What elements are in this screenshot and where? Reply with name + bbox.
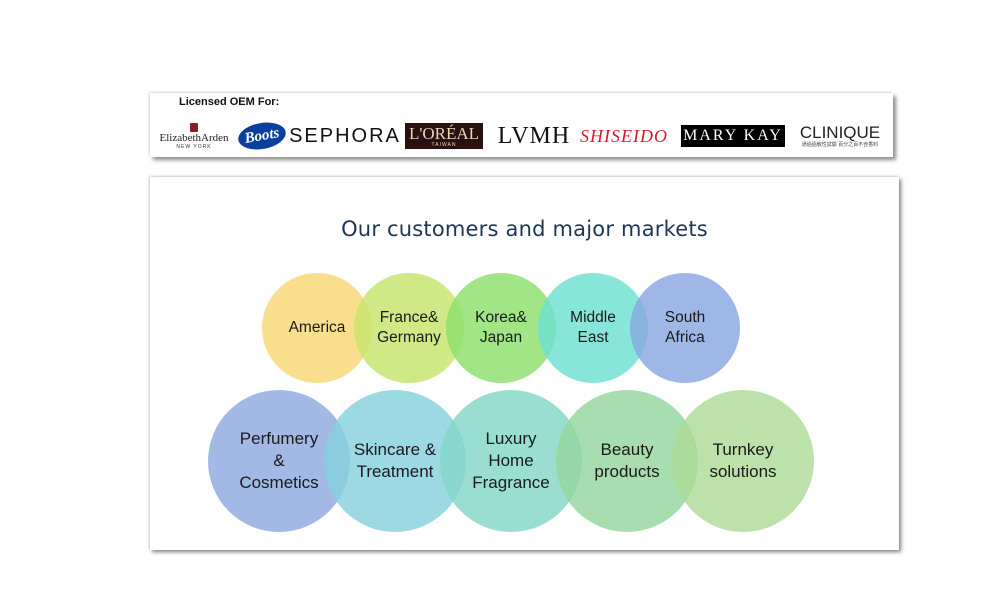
region-circle-middle-east: Middle East [538,273,648,383]
oem-logo-strip: Licensed OEM For: ElizabethArden NEW YOR… [150,93,893,157]
elizabeth-arden-logo: ElizabethArden NEW YORK [156,121,232,151]
loreal-logo: L'ORÉAL TAIWAN [405,123,483,149]
shiseido-logo: SHISEIDO [580,125,668,146]
elizabeth-arden-crest-icon [190,122,198,132]
region-circle-america: America [262,273,372,383]
region-circle-korea-japan: Korea& Japan [446,273,556,383]
markets-slide: Our customers and major markets America … [150,177,899,550]
region-circle-south-africa: South Africa [630,273,740,383]
slide-title: Our customers and major markets [341,217,708,241]
clinique-logo: CLINIQUE 通過過敏性試驗 百分之百不含香料 [799,122,881,148]
sephora-logo: SEPHORA [289,124,401,147]
lvmh-logo: LVMH [497,122,571,149]
mary-kay-logo: MARY KAY [681,125,785,147]
category-circle-turnkey-solutions: Turnkey solutions [672,390,814,532]
boots-logo: Boots [236,119,288,153]
region-circle-france-germany: France& Germany [354,273,464,383]
oem-title: Licensed OEM For: [179,96,280,108]
